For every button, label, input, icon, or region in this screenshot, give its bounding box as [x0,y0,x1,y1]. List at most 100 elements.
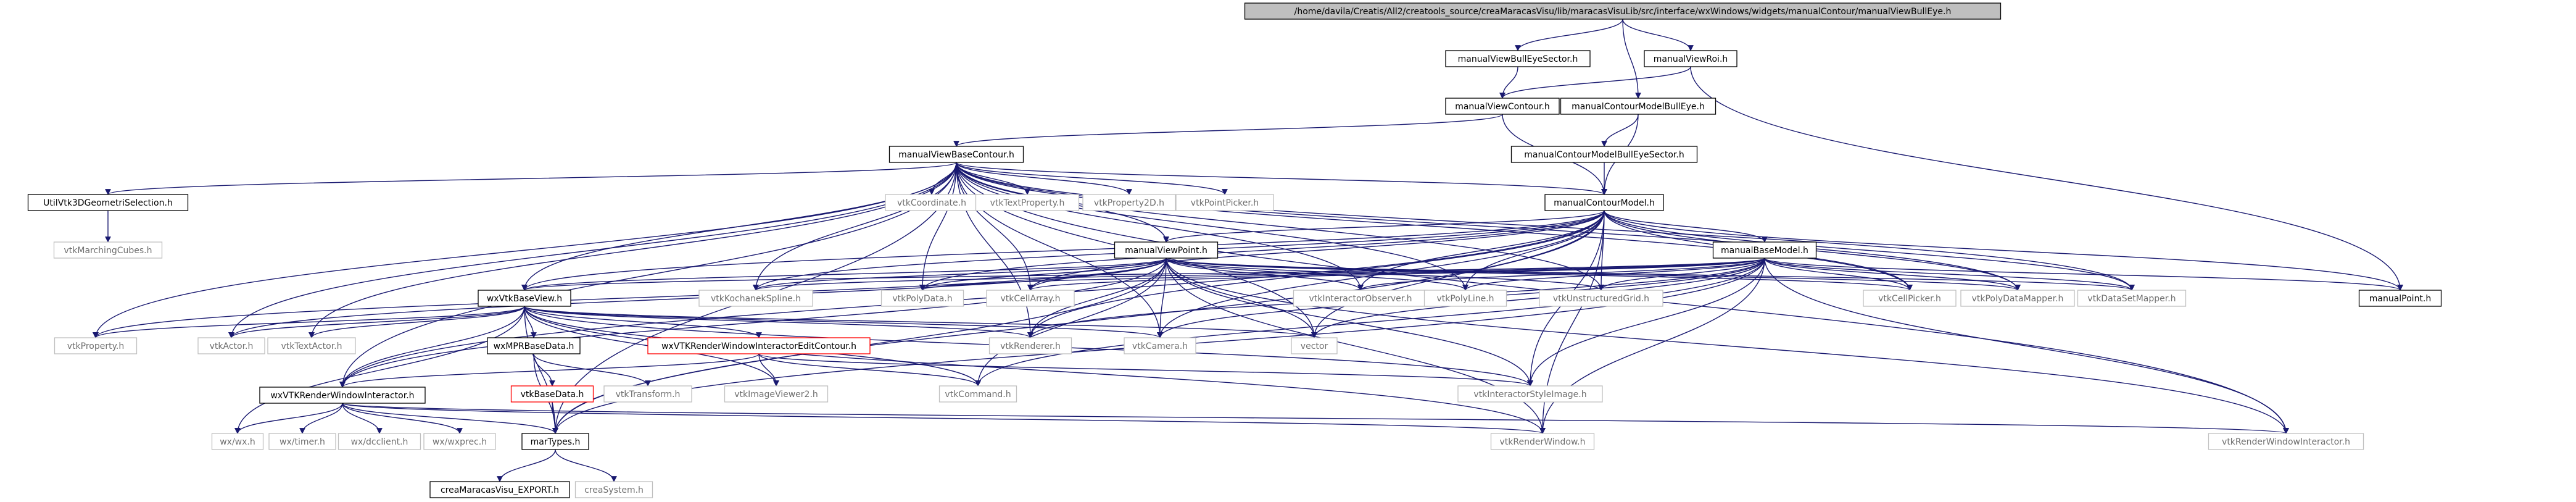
node-label-vcp: vtkCellPicker.h [1878,294,1941,304]
node-label-vpp: vtkPointPicker.h [1191,198,1259,208]
edge-mvbc-to-vio [956,162,1364,291]
node-vtrans: vtkTransform.h [603,385,692,403]
node-box-mvbc [888,146,1024,163]
node-label-wxvbv: wxVtkBaseView.h [487,294,562,304]
node-uv3d[interactable]: UtilVtk3DGeometriSelection.h [27,194,189,211]
node-box-vtexta [267,337,356,354]
node-wxmpr[interactable]: wxMPRBaseData.h [487,337,581,354]
edge-mvbc-to-vprop2d [956,162,1132,195]
node-box-viv2 [724,385,829,403]
node-mpoint[interactable]: manualPoint.h [2358,290,2442,307]
node-box-vcam [1124,337,1196,354]
node-label-mcmbe: manualContourModelBullEye.h [1572,102,1705,112]
node-root[interactable]: /home/davila/Creatis/All2/creatools_sour… [1244,2,2002,20]
edge-wxvtkrwi-to-wxwx [234,403,343,434]
node-vtexta: vtkTextActor.h [267,337,356,354]
node-box-vpl [1423,290,1507,307]
node-box-vactor [197,337,265,354]
edges-layer [93,19,2403,482]
node-vcp: vtkCellPicker.h [1863,290,1957,307]
node-label-wxwx: wx/wx.h [220,437,255,447]
node-box-vug [1539,290,1663,307]
node-mvbc[interactable]: manualViewBaseContour.h [888,146,1024,163]
node-label-mvc: manualViewContour.h [1455,102,1550,112]
node-vren: vtkRenderer.h [988,337,1072,354]
node-box-vector [1291,337,1338,354]
edge-wxvtkrwi-to-wxtimer [299,403,343,434]
edge-mvp-to-vks [753,257,1167,291]
edge-wxvbv-to-martypes [524,306,558,434]
edge-mbm-to-vpd [919,257,1765,291]
edge-mvp-to-vcmd [975,257,1167,387]
node-box-vrwi [2208,433,2364,450]
edge-mbm-to-vdsm [1764,257,2135,291]
edge-wxvtkrwie-to-visi [758,353,1533,387]
node-label-vdsm: vtkDataSetMapper.h [2087,294,2176,304]
edge-martypes-to-csys [555,449,617,482]
edge-mvp-to-vcp [1166,257,1913,291]
node-label-wxtimer: wx/timer.h [280,437,325,447]
edge-mvbc-to-uv3d [105,162,957,195]
node-label-wxdc: wx/dcclient.h [351,437,408,447]
node-viv2: vtkImageViewer2.h [724,385,829,403]
node-label-vio: vtkInteractorObserver.h [1309,294,1412,304]
node-vrw: vtkRenderWindow.h [1490,433,1595,450]
node-box-wxmpr [487,337,581,354]
node-vcmd: vtkCommand.h [938,385,1017,403]
node-martypes[interactable]: marTypes.h [521,433,589,450]
edge-mvbc-to-mcm [956,162,1607,195]
node-box-wxvtkrwie [647,337,871,354]
node-vbd: vtkBaseData.h [510,385,594,403]
edge-mvp-to-vpd [919,257,1167,291]
node-label-mcm: manualContourModel.h [1554,198,1655,208]
edge-mbm-to-mpoint [1764,257,2403,291]
edge-wxmpr-to-vtrans [533,353,651,387]
node-mvroi[interactable]: manualViewRoi.h [1644,50,1737,67]
node-label-vprop2d: vtkProperty2D.h [1094,198,1164,208]
edge-mvroi-to-mpoint [1690,66,2403,291]
edge-root-to-mvbes [1515,19,1623,51]
edge-wxvbv-to-vprop [93,306,525,338]
node-label-mpoint: manualPoint.h [2369,294,2432,304]
node-vpl: vtkPolyLine.h [1423,290,1507,307]
node-label-vcam: vtkCamera.h [1132,341,1188,351]
node-label-vector: vector [1301,341,1328,351]
edge-mcmbe-to-mcmbes [1601,114,1639,147]
node-vprop2d: vtkProperty2D.h [1082,194,1176,211]
node-box-vrw [1490,433,1595,450]
node-wxvbv[interactable]: wxVtkBaseView.h [478,290,571,307]
node-box-mbm [1712,241,1817,259]
edge-wxvbv-to-vtexta [309,306,525,338]
edge-mvbc-to-vcp [956,162,1913,291]
edge-wxvbv-to-wxvtkrwie [524,306,762,338]
node-mcmbes[interactable]: manualContourModelBullEyeSector.h [1510,146,1698,163]
node-label-vmc: vtkMarchingCubes.h [64,246,152,256]
edge-wxvtkrwi-to-wxprec [342,403,463,434]
node-box-wxvbv [478,290,571,307]
node-label-mvroi: manualViewRoi.h [1654,54,1728,64]
node-cmve[interactable]: creaMaracasVisu_EXPORT.h [429,481,570,498]
node-label-cmve: creaMaracasVisu_EXPORT.h [441,485,559,495]
edge-mvp-to-vprop [93,257,1167,338]
node-mvc[interactable]: manualViewContour.h [1445,98,1560,115]
node-label-root: /home/davila/Creatis/All2/creatools_sour… [1294,7,1952,17]
edge-mvp-to-vio [1166,257,1364,291]
node-box-wxprec [423,433,496,450]
edge-mvp-to-vug [1166,257,1604,291]
node-mcmbe[interactable]: manualContourModelBullEye.h [1560,98,1717,115]
node-wxvtkrwi[interactable]: wxVTKRenderWindowInteractor.h [259,387,426,404]
node-box-vpp [1175,194,1274,211]
edge-mvc-to-mvbc [953,114,1503,147]
edge-wxvtkrwi-to-vrw [342,403,1546,434]
node-mbm[interactable]: manualBaseModel.h [1712,241,1817,259]
node-mcm[interactable]: manualContourModel.h [1544,194,1664,211]
node-mvbes[interactable]: manualViewBullEyeSector.h [1445,50,1591,67]
node-vpd: vtkPolyData.h [880,290,964,307]
node-box-mvp [1114,241,1219,259]
node-vactor: vtkActor.h [197,337,265,354]
node-box-vdsm [2077,290,2187,307]
node-label-mvbc: manualViewBaseContour.h [898,150,1014,160]
node-mvp[interactable]: manualViewPoint.h [1114,241,1219,259]
edge-mbm-to-vpl [1462,257,1765,291]
edge-mvp-to-vrwi [1166,257,2289,434]
